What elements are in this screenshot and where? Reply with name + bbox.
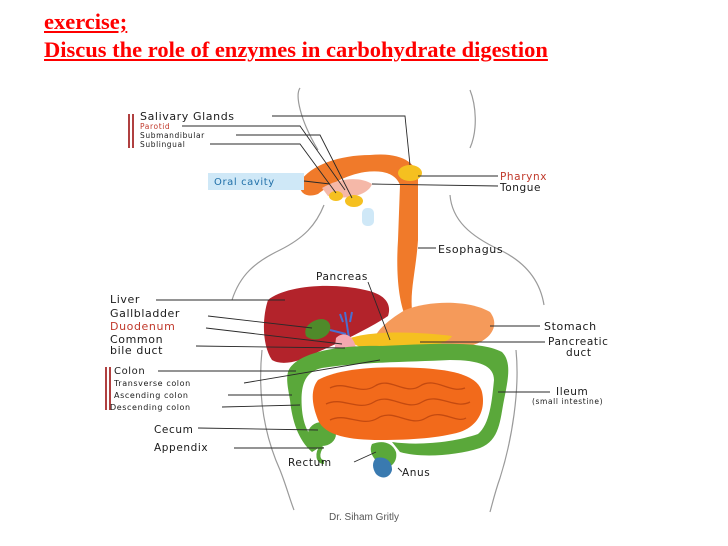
label-salivary-glands: Salivary Glands — [140, 110, 235, 123]
title-line-1: exercise; — [44, 9, 128, 34]
label-tongue: Tongue — [499, 182, 541, 194]
label-appendix: Appendix — [154, 442, 208, 454]
label-common: Common — [110, 333, 163, 346]
label-oral-cavity: Oral cavity — [214, 177, 275, 188]
label-colon: Colon — [114, 366, 145, 377]
label-sublingual: Sublingual — [140, 140, 185, 149]
larynx-shape — [362, 208, 374, 226]
oral-cavity-box — [208, 173, 304, 190]
label-liver: Liver — [110, 293, 140, 306]
parotid-gland — [398, 165, 422, 181]
label-group: Salivary Glands Parotid Submandibular Su… — [110, 110, 609, 479]
label-descending-colon: Descending colon — [110, 403, 191, 412]
slide-title: exercise; Discus the role of enzymes in … — [44, 8, 548, 64]
colon-organ — [287, 343, 509, 456]
anus-organ — [373, 457, 392, 478]
label-duodenum: Duodenum — [110, 320, 175, 333]
label-duct: duct — [566, 347, 592, 359]
label-rectum: Rectum — [288, 457, 332, 469]
label-small-intestine: (small intestine) — [532, 397, 603, 406]
label-pharynx: Pharynx — [500, 171, 547, 183]
label-pancreas: Pancreas — [316, 271, 368, 283]
label-ileum: Ileum — [556, 386, 588, 398]
label-anus: Anus — [402, 467, 430, 479]
sublingual-gland — [329, 191, 343, 201]
label-cecum: Cecum — [154, 424, 193, 436]
label-gallbladder: Gallbladder — [110, 307, 180, 320]
label-brackets — [105, 114, 134, 410]
submandibular-gland — [345, 195, 363, 207]
slide-footer: Dr. Siham Gritly — [328, 512, 399, 523]
gallbladder-organ — [305, 319, 331, 340]
title-line-2: Discus the role of enzymes in carbohydra… — [44, 37, 548, 62]
label-pancreatic: Pancreatic — [548, 336, 609, 348]
label-ascending-colon: Ascending colon — [114, 391, 189, 400]
label-esophagus: Esophagus — [438, 243, 503, 256]
intestine-loops — [325, 382, 471, 423]
label-bile-duct: bile duct — [110, 344, 163, 357]
label-transverse-colon: Transverse colon — [113, 379, 191, 388]
leader-lines — [156, 115, 550, 473]
label-submandibular: Submandibular — [140, 131, 205, 140]
label-stomach: Stomach — [544, 320, 597, 333]
label-parotid: Parotid — [140, 122, 170, 131]
